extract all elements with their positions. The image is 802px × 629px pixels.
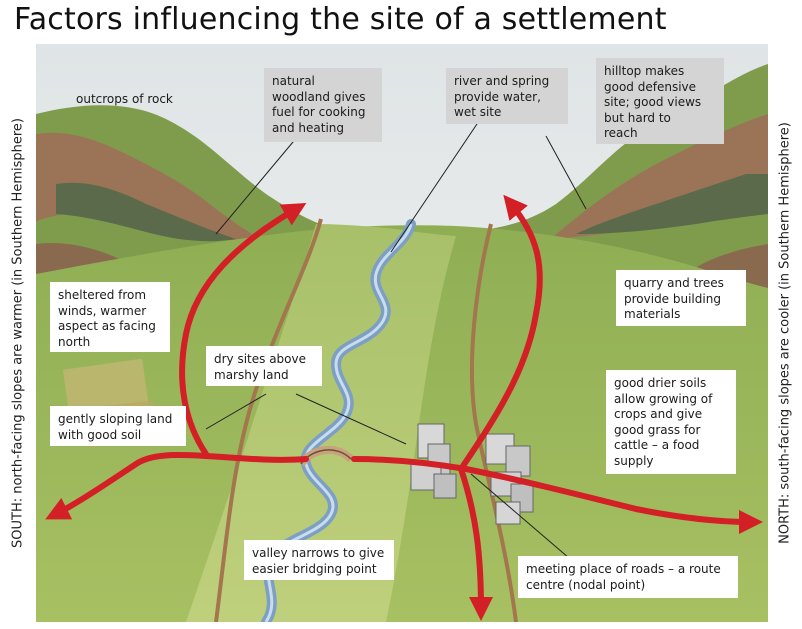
leader-hilltop: [545, 135, 587, 210]
leader-dry-sites: [295, 393, 407, 445]
settlement-buildings: [410, 423, 534, 525]
left-track: [214, 218, 323, 622]
label-drier-soils: good drier soils allow growing of crops …: [606, 370, 736, 474]
label-meeting-place: meeting place of roads – a route centre …: [518, 556, 738, 598]
label-gentle-slope: gently sloping land with good soil: [50, 406, 186, 446]
label-sheltered: sheltered from winds, warmer aspect as f…: [50, 282, 170, 352]
road-south: [458, 466, 493, 621]
label-dry-sites: dry sites above marshy land: [206, 346, 322, 386]
leader-woodland: [215, 135, 299, 235]
label-outcrops: outcrops of rock: [76, 92, 173, 106]
leader-river: [390, 117, 482, 253]
left-rock-outcrop-shadow: [56, 182, 236, 242]
road-north: [458, 194, 543, 472]
leader-dry-sites-2: [205, 393, 267, 430]
road-west: [45, 451, 309, 520]
right-track: [469, 223, 518, 622]
side-label-north: NORTH: south-facing slopes are cooler (i…: [777, 122, 793, 544]
diagram-title: Factors influencing the site of a settle…: [14, 2, 667, 37]
road-northwest: [179, 202, 307, 457]
label-river-spring: river and spring provide water, wet site: [446, 68, 568, 124]
label-hilltop: hilltop makes good defensive site; good …: [596, 58, 724, 144]
valley-floor: [186, 224, 456, 622]
left-rock-outcrop: [36, 132, 261, 241]
label-quarry: quarry and trees provide building materi…: [616, 270, 746, 326]
roads: [45, 194, 763, 621]
right-rock-outcrop-shadow: [576, 174, 768, 234]
label-valley-narrows: valley narrows to give easier bridging p…: [244, 540, 394, 580]
leader-meeting: [470, 473, 577, 565]
road-main-east: [351, 456, 763, 534]
side-label-south: SOUTH: north-facing slopes are warmer (i…: [10, 118, 26, 548]
landscape-illustration: outcrops of rock natural woodland gives …: [36, 44, 768, 622]
label-woodland: natural woodland gives fuel for cooking …: [264, 68, 382, 142]
leader-lines: [205, 117, 587, 565]
